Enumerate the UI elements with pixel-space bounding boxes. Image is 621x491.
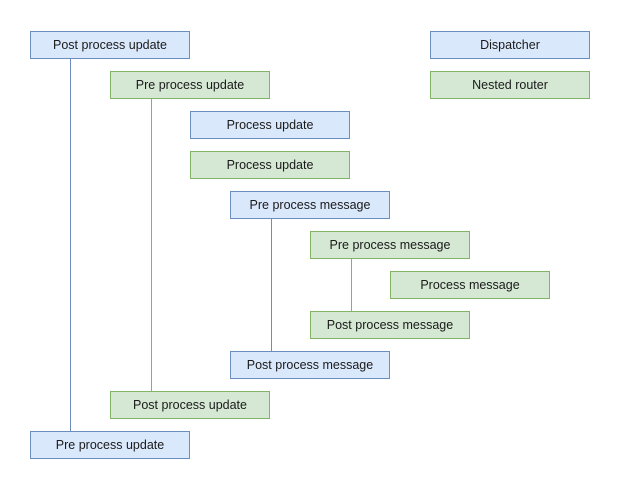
node-box[interactable]: Process message: [390, 271, 550, 299]
node-box[interactable]: Pre process message: [230, 191, 390, 219]
node-box[interactable]: Post process update: [110, 391, 270, 419]
node-box[interactable]: Post process update: [30, 31, 190, 59]
node-box[interactable]: Post process message: [310, 311, 470, 339]
connector-line: [271, 219, 272, 351]
connector-line: [151, 99, 152, 391]
connector-line: [351, 259, 352, 311]
node-box[interactable]: Process update: [190, 111, 350, 139]
connector-line: [70, 59, 71, 431]
node-box[interactable]: Pre process update: [110, 71, 270, 99]
legend-item-router[interactable]: Nested router: [430, 71, 590, 99]
node-box[interactable]: Process update: [190, 151, 350, 179]
node-box[interactable]: Pre process update: [30, 431, 190, 459]
node-box[interactable]: Pre process message: [310, 231, 470, 259]
node-box[interactable]: Post process message: [230, 351, 390, 379]
legend-item-dispatcher[interactable]: Dispatcher: [430, 31, 590, 59]
